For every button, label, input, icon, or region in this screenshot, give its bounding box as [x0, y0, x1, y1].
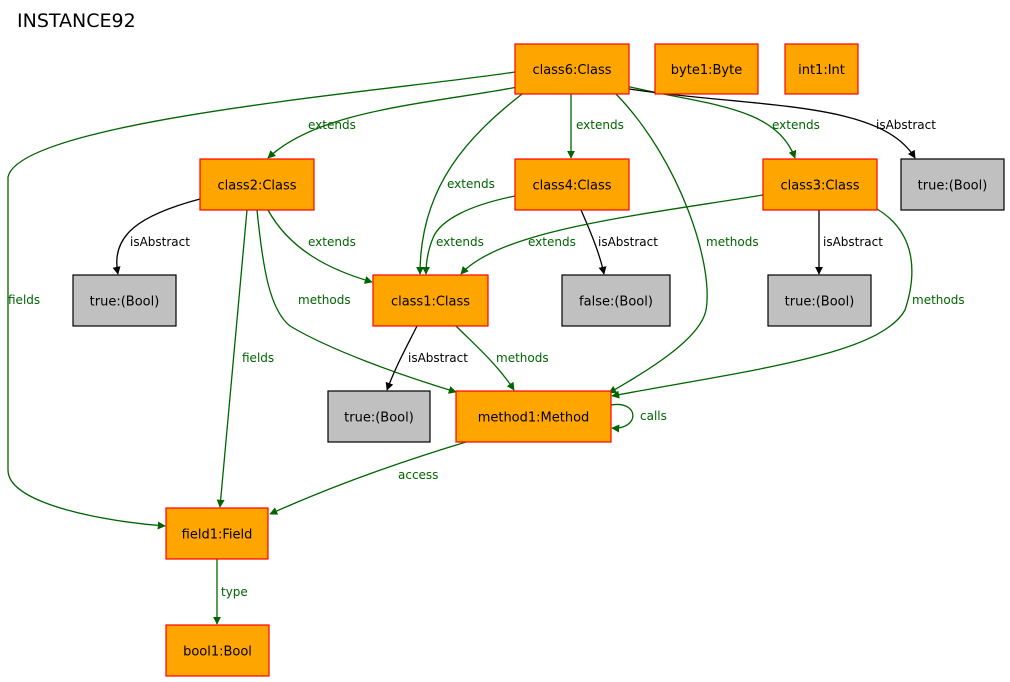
node-label-bool1: bool1:Bool — [183, 645, 252, 660]
node-label-class4: class4:Class — [532, 179, 611, 194]
edge-class4-extends-class1 — [422, 195, 516, 275]
node-box-field1 — [165, 507, 269, 560]
node-label-method1: method1:Method — [478, 411, 590, 426]
edge-label-isabstract: isAbstract — [598, 235, 658, 249]
edge-class2-fields-field1 — [216, 209, 248, 508]
edge-label-extends: extends — [308, 235, 356, 249]
node-label-bool-c1: true:(Bool) — [344, 411, 414, 426]
node-class1: class1:Class — [372, 274, 489, 327]
edge-class6-methods-method1 — [608, 93, 708, 394]
node-bool1: bool1:Bool — [165, 624, 270, 677]
edge-label-methods: methods — [496, 351, 549, 365]
edge-label-extends: extends — [528, 235, 576, 249]
node-class2: class2:Class — [199, 158, 315, 211]
node-bool-c3: true:(Bool) — [767, 274, 872, 327]
node-box-int1 — [784, 43, 859, 95]
node-class4: class4:Class — [514, 158, 630, 211]
edge-label-extends: extends — [772, 118, 820, 132]
node-field1: field1:Field — [165, 507, 269, 560]
edge-label-methods: methods — [298, 293, 351, 307]
node-box-bool1 — [165, 624, 270, 677]
edge-class2-methods-method1 — [256, 209, 457, 394]
node-box-class2 — [199, 158, 315, 211]
node-label-class1: class1:Class — [391, 295, 470, 310]
edge-label-extends: extends — [308, 118, 356, 132]
node-box-bool-c1 — [327, 390, 431, 443]
edge-class2-isabstract-bool-c2 — [112, 198, 201, 275]
diagram-title: INSTANCE92 — [17, 10, 136, 32]
edge-label-isabstract: isAbstract — [823, 235, 883, 249]
edge-label-extends: extends — [436, 235, 484, 249]
node-label-bool-c4: false:(Bool) — [579, 295, 653, 310]
edge-method1-calls-method1 — [610, 403, 634, 433]
node-box-class1 — [372, 274, 489, 327]
node-label-class6: class6:Class — [532, 63, 611, 78]
edge-label-extends: extends — [447, 177, 495, 191]
node-box-class4 — [514, 158, 630, 211]
node-label-class3: class3:Class — [780, 179, 859, 194]
node-box-class6 — [514, 43, 630, 95]
edge-class3-methods-method1 — [611, 208, 913, 399]
node-box-class3 — [762, 158, 878, 211]
node-label-class2: class2:Class — [217, 179, 296, 194]
node-label-field1: field1:Field — [182, 528, 253, 543]
node-box-bool-c3 — [767, 274, 872, 327]
nodes-layer: class6:Class byte1:Byte int1:Int class2:Cla… — [72, 43, 1005, 677]
edge-class6-extends-class2 — [267, 85, 524, 159]
node-class6: class6:Class — [514, 43, 630, 95]
edge-label-methods: methods — [706, 235, 759, 249]
edge-class1-methods-method1 — [455, 325, 515, 391]
edge-label-fields: fields — [242, 351, 274, 365]
node-label-bool-c3: true:(Bool) — [785, 295, 855, 310]
edges-layer: extends extends extends extends isAbstract me… — [7, 71, 965, 625]
edge-label-isabstract: isAbstract — [130, 235, 190, 249]
node-bool-c6: true:(Bool) — [900, 158, 1005, 211]
node-byte1: byte1:Byte — [654, 43, 759, 95]
edge-label-fields: fields — [8, 293, 40, 307]
node-bool-c1: true:(Bool) — [327, 390, 431, 443]
edge-label-access: access — [398, 468, 438, 482]
node-bool-c4: false:(Bool) — [561, 274, 671, 327]
edge-method1-access-field1 — [269, 441, 467, 515]
node-box-byte1 — [654, 43, 759, 95]
node-box-bool-c6 — [900, 158, 1005, 211]
node-int1: int1:Int — [784, 43, 859, 95]
node-bool-c2: true:(Bool) — [72, 274, 177, 327]
node-label-int1: int1:Int — [798, 63, 845, 78]
node-box-method1 — [455, 390, 612, 443]
edge-class6-extends-class1 — [416, 93, 523, 275]
edge-class6-isabstract-bool-c6 — [628, 88, 916, 159]
edge-class1-isabstract-bool-c1 — [385, 325, 418, 391]
node-label-byte1: byte1:Byte — [671, 63, 742, 78]
edge-class6-fields-field1 — [7, 71, 516, 530]
edge-class3-extends-class1 — [460, 194, 764, 275]
edge-label-isabstract: isAbstract — [876, 118, 936, 132]
edge-label-extends: extends — [576, 118, 624, 132]
node-box-bool-c2 — [72, 274, 177, 327]
edge-label-calls: calls — [640, 409, 667, 423]
edge-class6-extends-class3 — [625, 85, 797, 159]
node-class3: class3:Class — [762, 158, 878, 211]
edge-label-type: type — [221, 585, 248, 599]
node-method1: method1:Method — [455, 390, 612, 443]
node-label-bool-c2: true:(Bool) — [90, 295, 160, 310]
edge-class4-isabstract-bool-c4 — [580, 209, 607, 275]
node-label-bool-c6: true:(Bool) — [918, 179, 988, 194]
node-box-bool-c4 — [561, 274, 671, 327]
edge-label-methods: methods — [912, 293, 965, 307]
edge-class2-extends-class1 — [267, 209, 373, 284]
edge-label-isabstract: isAbstract — [408, 351, 468, 365]
